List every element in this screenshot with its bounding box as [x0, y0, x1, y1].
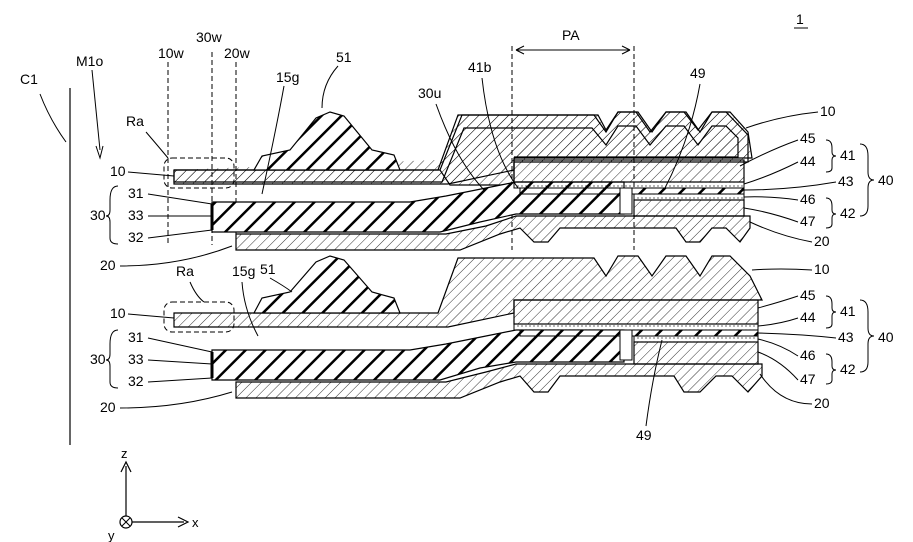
axis-label-z: z: [121, 446, 128, 461]
label-43-upper: 43: [838, 173, 854, 189]
label-30-lower: 30: [90, 351, 106, 367]
figure-number: 1: [796, 11, 804, 27]
layer-45-upper: [514, 160, 744, 182]
label-45-lower: 45: [800, 287, 816, 303]
label-10-lower-left: 10: [110, 305, 126, 321]
label-41-upper: 41: [840, 147, 856, 163]
label-10-upper-right: 10: [820, 103, 836, 119]
label-20-upper-right: 20: [814, 233, 830, 249]
label-10-lower-right: 10: [814, 261, 830, 277]
axis-label-y: y: [108, 528, 115, 542]
label-10w: 10w: [158, 45, 185, 61]
label-10-upper-left: 10: [110, 163, 126, 179]
label-15g-upper: 15g: [276, 69, 299, 85]
label-31-upper: 31: [128, 185, 144, 201]
label-ra-upper: Ra: [126, 113, 144, 129]
layer-46-upper: [634, 194, 744, 200]
label-30-upper: 30: [90, 207, 106, 223]
label-32-upper: 32: [128, 229, 144, 245]
label-44-upper: 44: [800, 153, 816, 169]
label-51-lower: 51: [260, 261, 276, 277]
label-46-upper: 46: [800, 191, 816, 207]
layer-44-lower: [514, 324, 758, 330]
label-49-lower: 49: [636, 427, 652, 443]
label-20-lower-left: 20: [100, 399, 116, 415]
label-45-upper: 45: [800, 130, 816, 146]
label-20-upper-left: 20: [100, 257, 116, 273]
label-15g-lower: 15g: [232, 263, 255, 279]
label-42-upper: 42: [840, 205, 856, 221]
label-44-lower: 44: [800, 309, 816, 325]
bump-51-lower: [254, 256, 400, 313]
label-40-lower: 40: [878, 329, 894, 345]
axis-label-x: x: [192, 515, 199, 530]
label-41-lower: 41: [840, 303, 856, 319]
coordinate-axes: z x y: [108, 446, 199, 542]
label-pa: PA: [562, 27, 580, 43]
label-20w: 20w: [224, 45, 251, 61]
label-m1o: M1o: [76, 53, 103, 69]
label-31-lower: 31: [128, 329, 144, 345]
layer-46-lower: [634, 336, 758, 342]
label-40-upper: 40: [878, 172, 894, 188]
label-33-lower: 33: [128, 351, 144, 367]
label-41b: 41b: [468, 59, 492, 75]
layer-47-upper: [634, 200, 744, 216]
label-51-upper: 51: [336, 49, 352, 65]
label-33-upper: 33: [128, 207, 144, 223]
upper-assembly: [164, 112, 752, 250]
label-46-lower: 46: [800, 347, 816, 363]
layer-43-lower: [520, 330, 758, 336]
label-32-lower: 32: [128, 373, 144, 389]
label-49-upper: 49: [690, 65, 706, 81]
label-ra-lower: Ra: [176, 263, 194, 279]
label-43-lower: 43: [838, 329, 854, 345]
label-30w: 30w: [196, 29, 223, 45]
label-20-lower-right: 20: [814, 395, 830, 411]
label-47-upper: 47: [800, 213, 816, 229]
layer-44-upper: [514, 182, 744, 188]
label-42-lower: 42: [840, 361, 856, 377]
layer-47-lower: [634, 342, 758, 364]
label-30u: 30u: [418, 85, 441, 101]
bump-51-upper: [254, 112, 400, 170]
layer-45-lower: [514, 300, 758, 324]
label-47-lower: 47: [800, 371, 816, 387]
label-c1: C1: [20, 71, 38, 87]
